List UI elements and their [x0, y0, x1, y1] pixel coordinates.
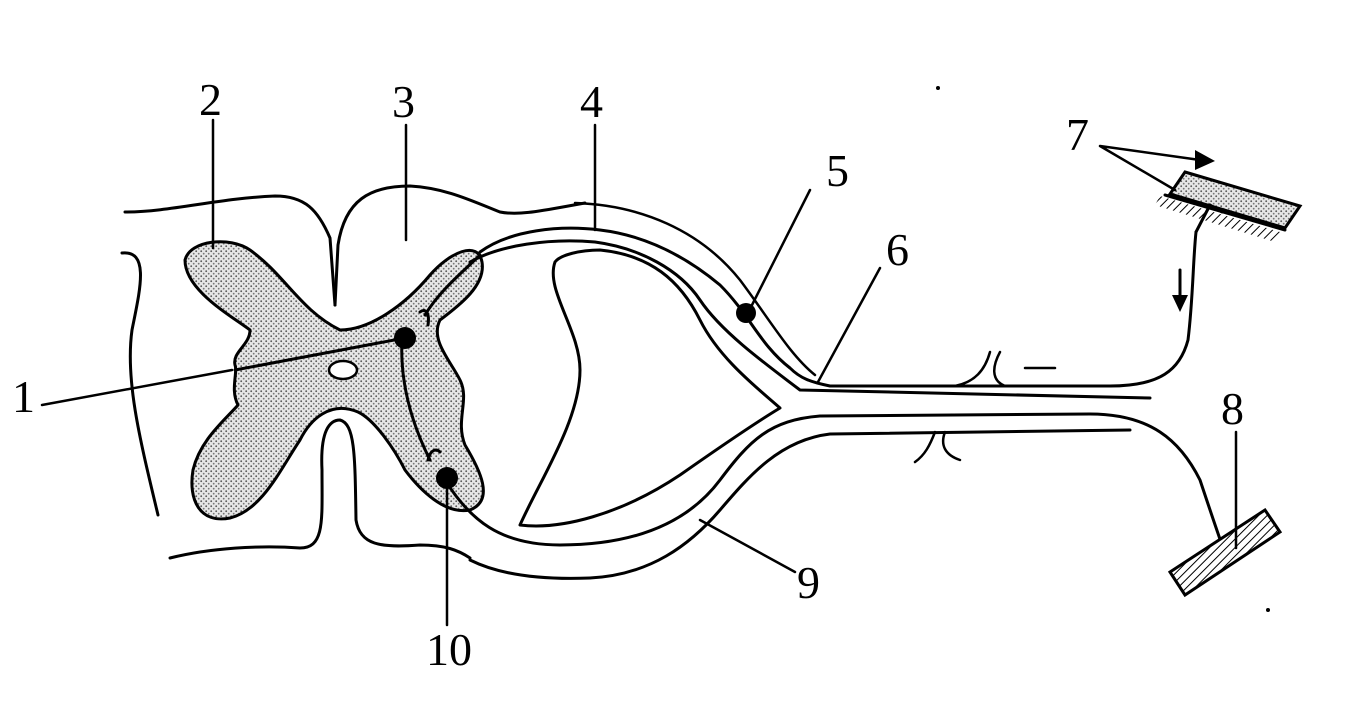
label-10: 10: [426, 624, 472, 675]
effector-muscle: [1167, 507, 1283, 598]
receptor: [1155, 170, 1303, 312]
label-5: 5: [826, 145, 849, 196]
label-3: 3: [392, 76, 415, 127]
central-canal: [327, 359, 359, 381]
speck: [936, 86, 940, 90]
motor-fiber: [443, 412, 1224, 580]
label-4: 4: [580, 76, 603, 127]
labels: 1 2 3 4 5 6 7 8 9 10: [12, 74, 1244, 675]
leader-lines: [40, 118, 1238, 627]
label-2: 2: [199, 74, 222, 125]
root-junction: [518, 248, 782, 528]
interneuron-cell-body: [394, 327, 416, 349]
interneuron-path: [233, 253, 482, 462]
motor-neuron-cell-body: [436, 467, 458, 489]
label-1: 1: [12, 371, 35, 422]
label-9: 9: [797, 557, 820, 608]
spinal-cord-outline: [120, 184, 587, 560]
label-6: 6: [886, 224, 909, 275]
label-8: 8: [1221, 383, 1244, 434]
sensory-fiber: [468, 201, 1198, 400]
sensory-ganglion-cell-body: [736, 303, 756, 323]
speck: [1266, 608, 1270, 612]
label-7: 7: [1066, 109, 1089, 160]
